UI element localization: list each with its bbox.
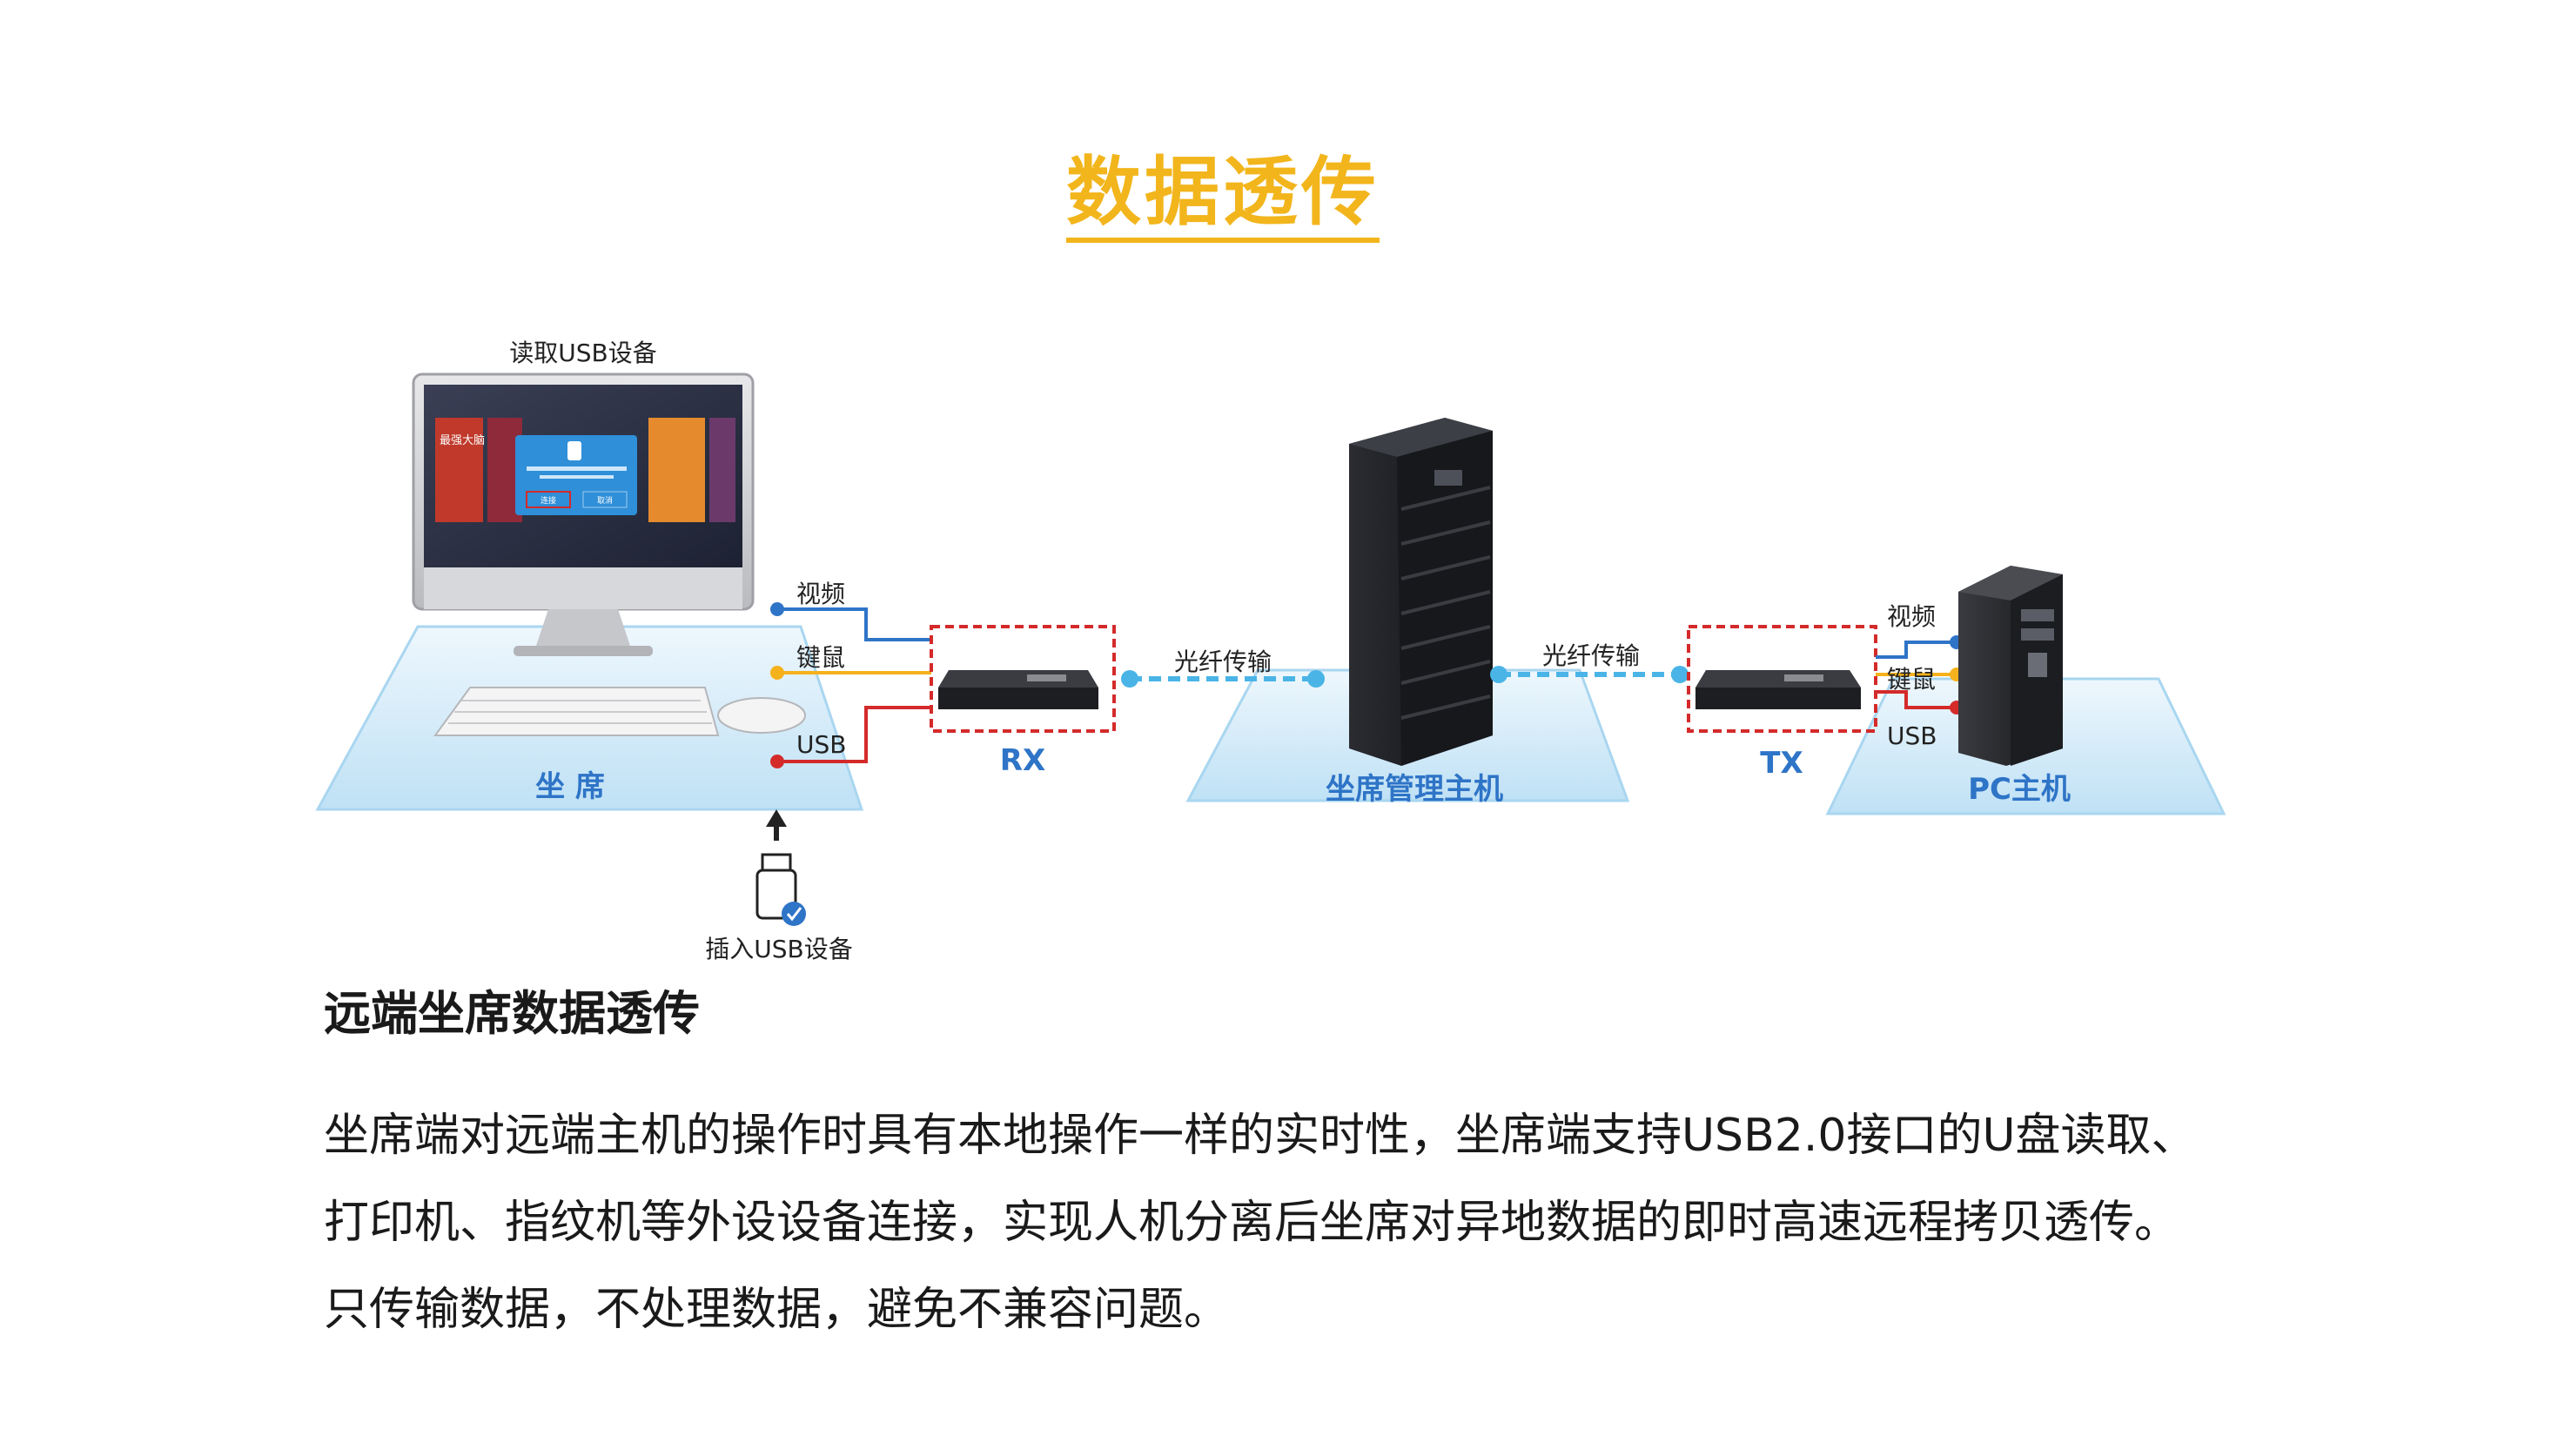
svg-text:连接: 连接 (541, 495, 556, 506)
monitor: 最强大脑 连接 取消 (412, 372, 755, 656)
keyboard (433, 687, 720, 736)
screen-content: 最强大脑 连接 取消 (435, 418, 735, 522)
tx-device (1687, 625, 1877, 733)
pc-tower (1958, 566, 2063, 766)
body-line: 只传输数据，不处理数据，避免不兼容问题。 (324, 1284, 1230, 1336)
insert-usb-label: 插入USB设备 (705, 935, 852, 963)
right-fiber-label: 光纤传输 (1542, 641, 1640, 670)
left-kvm-label: 键鼠 (796, 643, 845, 672)
mouse (717, 697, 806, 734)
right-kvm-label: 键鼠 (1887, 665, 1936, 694)
left-fiber-link (1121, 670, 1325, 688)
right-video-label: 视频 (1887, 602, 1936, 631)
read-usb-label: 读取USB设备 (509, 339, 656, 367)
right-fiber-link (1490, 666, 1689, 683)
section-title: 远端坐席数据透传 (324, 986, 700, 1041)
pc-label: PC主机 (1968, 772, 2071, 807)
body-paragraph: 坐席端对远端主机的操作时具有本地操作一样的实时性，坐席端支持USB2.0接口的U… (324, 1092, 2326, 1353)
server-label: 坐席管理主机 (1326, 772, 1503, 807)
rx-label: RX (1000, 743, 1045, 778)
body-line: 坐席端对远端主机的操作时具有本地操作一样的实时性，坐席端支持USB2.0接口的U… (324, 1110, 2197, 1162)
tx-label: TX (1760, 746, 1803, 781)
usb-dialog-icon (567, 441, 581, 460)
left-fiber-label: 光纤传输 (1174, 647, 1272, 676)
server-rack (1349, 418, 1493, 766)
usb-drive-icon (755, 809, 806, 926)
screen-ok-button (526, 491, 571, 508)
rx-device (930, 625, 1116, 733)
screen-tile-text: 最强大脑 (440, 434, 485, 447)
page-title: 数据透传 (0, 131, 2446, 243)
svg-text:取消: 取消 (597, 495, 613, 506)
data-passthrough-diagram: 最强大脑 连接 取消 读取USB设备 视频 键鼠 USB (315, 339, 2226, 963)
left-signal-lines (770, 602, 931, 768)
seat-label: 坐 席 (535, 769, 605, 804)
left-usb-label: USB (796, 730, 846, 759)
right-usb-label: USB (1887, 721, 1937, 750)
body-line: 打印机、指纹机等外设设备连接，实现人机分离后坐席对异地数据的即时高速远程拷贝透传… (324, 1197, 2180, 1249)
left-video-label: 视频 (796, 580, 845, 608)
